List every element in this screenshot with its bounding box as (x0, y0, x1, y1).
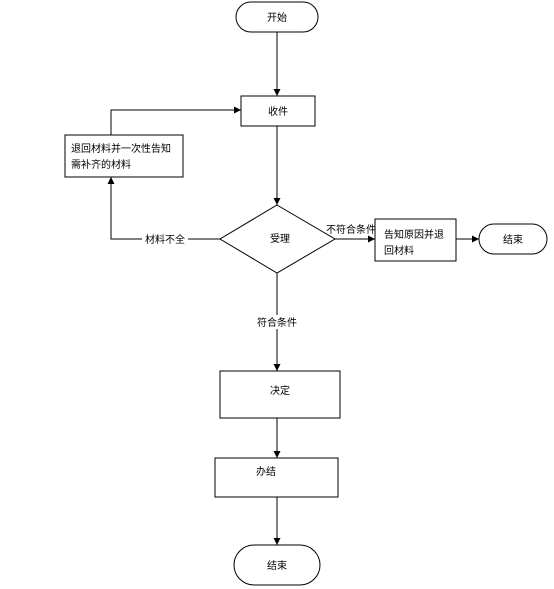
not-qualified-label: 不符合条件 (326, 223, 376, 236)
qualified-label: 符合条件 (257, 316, 297, 329)
arrow-return-to-receive (110, 106, 241, 135)
end-bottom-node: 结束 (233, 544, 321, 586)
arrow-accept-to-return (107, 177, 220, 240)
return-materials-node: 退回材料并一次性告知 需补齐的材料 (64, 134, 184, 178)
qualified-label-bg (253, 315, 301, 329)
complete-node: 办结 (214, 457, 339, 498)
end-right-label: 结束 (503, 233, 523, 246)
incomplete-label-bg (142, 232, 188, 246)
decide-label: 决定 (270, 384, 290, 397)
return-materials-label-line2: 需补齐的材料 (71, 158, 131, 171)
edge-labels: 材料不全 不符合条件 符合条件 (142, 223, 376, 329)
end-bottom-label: 结束 (267, 559, 287, 572)
start-label: 开始 (267, 11, 287, 24)
end-right-node: 结束 (478, 223, 548, 255)
notify-return-label-line1: 告知原因并退 (384, 228, 444, 241)
receive-node: 收件 (240, 95, 316, 127)
decide-node: 决定 (219, 370, 341, 419)
return-materials-label-line1: 退回材料并一次性告知 (71, 142, 171, 155)
notify-return-node: 告知原因并退 回材料 (374, 218, 457, 262)
start-node: 开始 (235, 1, 319, 33)
complete-label: 办结 (256, 465, 276, 478)
incomplete-label: 材料不全 (145, 233, 185, 246)
receive-label: 收件 (268, 105, 288, 118)
accept-node: 受理 (219, 204, 336, 274)
accept-label: 受理 (270, 233, 290, 245)
notify-return-label-line2: 回材料 (384, 244, 414, 257)
